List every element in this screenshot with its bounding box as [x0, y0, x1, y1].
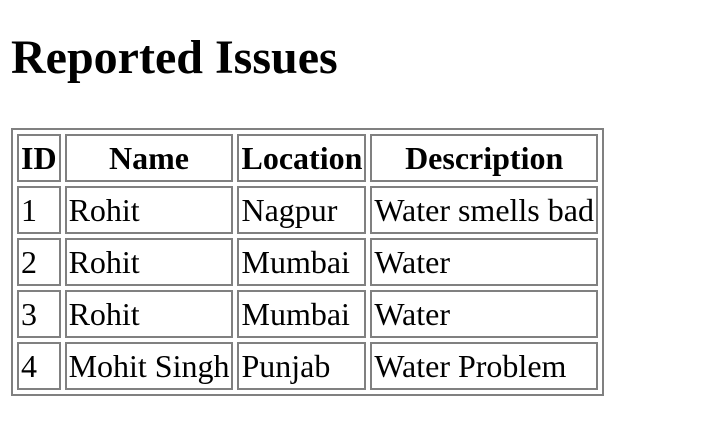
- page-title: Reported Issues: [11, 31, 338, 84]
- cell-description: Water Problem: [370, 342, 598, 390]
- table-header-row: ID Name Location Description: [17, 134, 598, 182]
- issues-table: ID Name Location Description 1 Rohit Nag…: [11, 128, 604, 396]
- cell-description: Water smells bad: [370, 186, 598, 234]
- column-header-location: Location: [237, 134, 367, 182]
- cell-name: Rohit: [64, 290, 234, 338]
- table-row: 1 Rohit Nagpur Water smells bad: [17, 186, 598, 234]
- cell-id: 4: [17, 342, 61, 390]
- cell-location: Mumbai: [237, 290, 367, 338]
- table-row: 4 Mohit Singh Punjab Water Problem: [17, 342, 598, 390]
- table-row: 2 Rohit Mumbai Water: [17, 238, 598, 286]
- column-header-id: ID: [17, 134, 61, 182]
- cell-description: Water: [370, 290, 598, 338]
- cell-id: 1: [17, 186, 61, 234]
- cell-name: Rohit: [64, 186, 234, 234]
- cell-name: Rohit: [64, 238, 234, 286]
- cell-name: Mohit Singh: [64, 342, 234, 390]
- cell-id: 3: [17, 290, 61, 338]
- table-header: ID Name Location Description: [17, 134, 598, 182]
- table-row: 3 Rohit Mumbai Water: [17, 290, 598, 338]
- cell-location: Nagpur: [237, 186, 367, 234]
- cell-location: Punjab: [237, 342, 367, 390]
- cell-description: Water: [370, 238, 598, 286]
- column-header-description: Description: [370, 134, 598, 182]
- column-header-name: Name: [64, 134, 234, 182]
- table-body: 1 Rohit Nagpur Water smells bad 2 Rohit …: [17, 186, 598, 390]
- cell-id: 2: [17, 238, 61, 286]
- cell-location: Mumbai: [237, 238, 367, 286]
